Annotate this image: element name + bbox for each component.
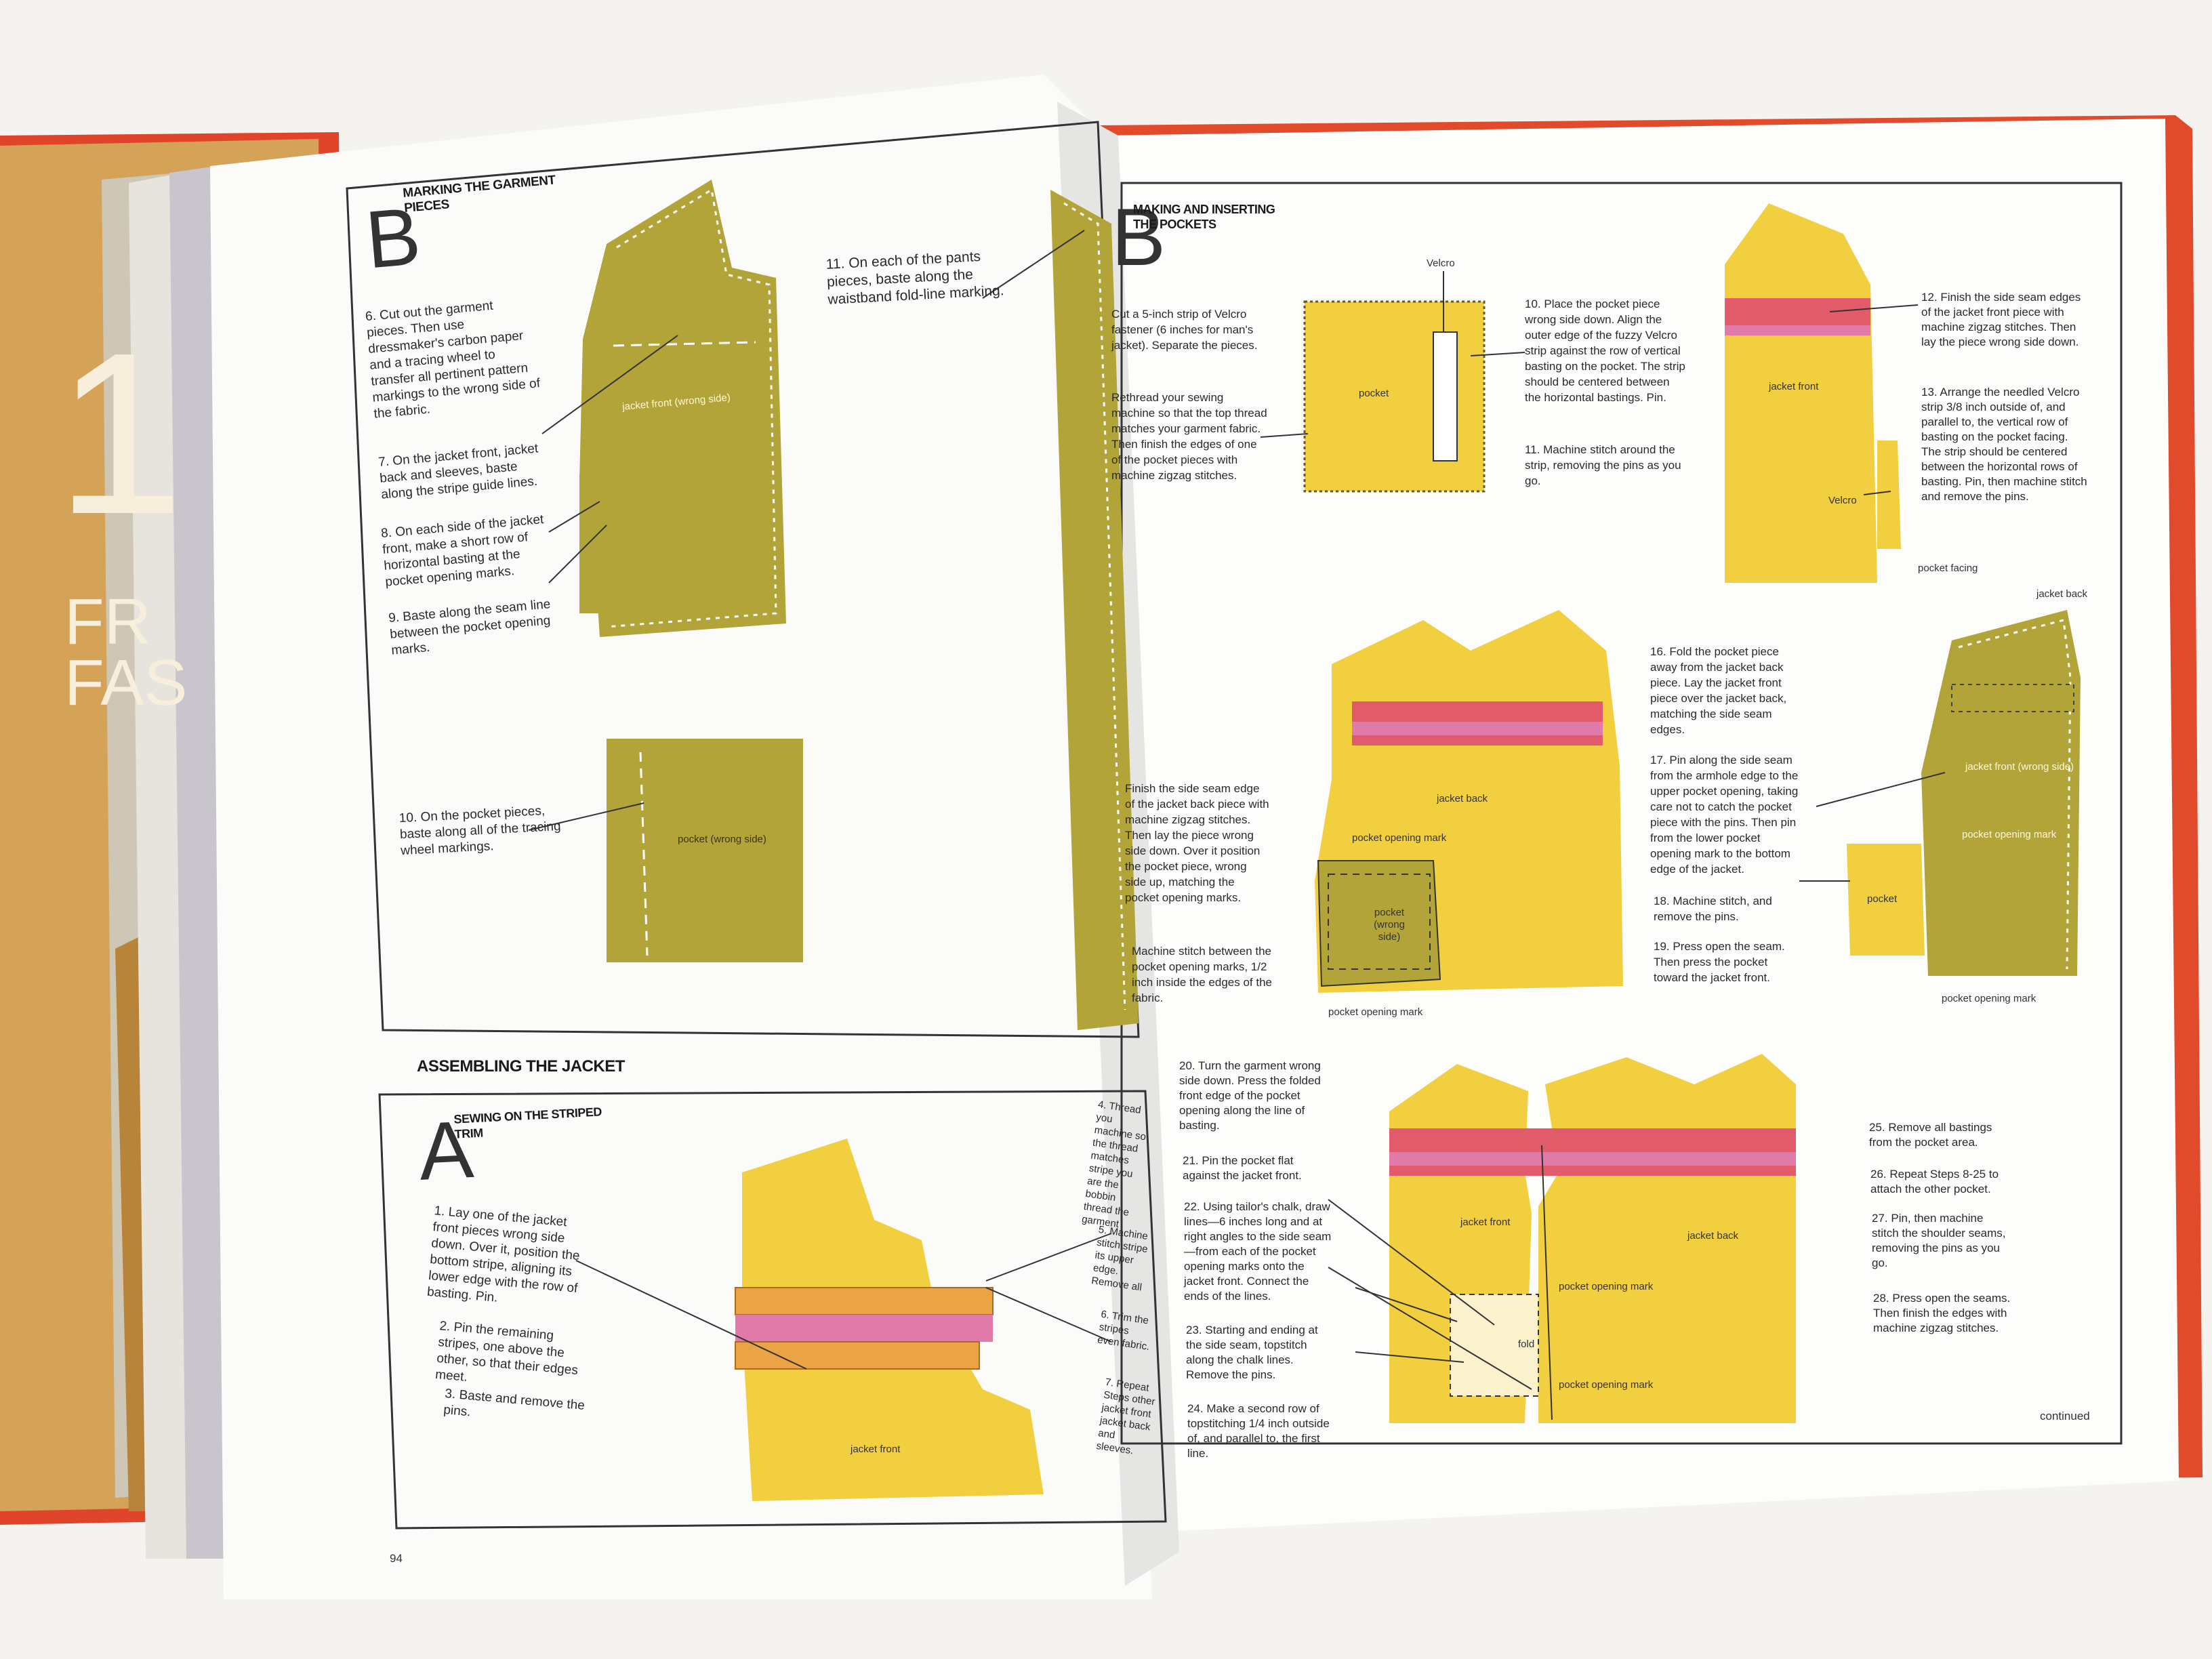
label-fold: fold xyxy=(1518,1338,1535,1350)
assembling-box xyxy=(378,1090,1167,1530)
label-pocket-top: pocket xyxy=(1359,388,1389,399)
label-pocket-wrong: pocket (wrong side) xyxy=(678,834,766,845)
edge-text-6: 6. Trim the stripes even fabric. xyxy=(1097,1308,1151,1353)
stripe-guide-basting xyxy=(613,341,756,347)
stripe-jb-1 xyxy=(1352,701,1603,722)
step-17-text: 17. Pin along the side seam from the arm… xyxy=(1650,754,1799,876)
step-21-text: 21. Pin the pocket flat against the jack… xyxy=(1183,1154,1302,1182)
pocket-flap-shape xyxy=(579,474,613,613)
pocket-facing-shape xyxy=(1877,441,1901,549)
pocket-topstitch-box xyxy=(1450,1294,1539,1397)
step-25-text: 25. Remove all bastings from the pocket … xyxy=(1869,1121,1992,1149)
step-10-right-text: 10. Place the pocket piece wrong side do… xyxy=(1525,298,1685,404)
edge-text-5: 5. Machine stitch stripe its upper edge.… xyxy=(1090,1223,1149,1294)
step-27-text: 27. Pin, then machine stitch the shoulde… xyxy=(1872,1212,2006,1269)
label-velcro-top: Velcro xyxy=(1427,258,1455,269)
step-22-text: 22. Using tailor's chalk, draw lines—6 i… xyxy=(1184,1200,1332,1303)
step-20-text: 20. Turn the garment wrong side down. Pr… xyxy=(1179,1059,1321,1132)
stripe-tr-1 xyxy=(1725,298,1870,325)
photo-page-word-1: FR xyxy=(64,586,151,658)
stripe-ja-1 xyxy=(1389,1128,1796,1152)
step-28-text: 28. Press open the seams. Then finish th… xyxy=(1873,1292,2011,1334)
label-pocket-opening-mark-1: pocket opening mark xyxy=(1352,832,1447,844)
photo-page-numeral: 1 xyxy=(56,305,184,562)
photo-page-word-2: FAS xyxy=(64,647,188,719)
step-24-text: 24. Make a second row of topstitching 1/… xyxy=(1187,1402,1330,1460)
edge-text-7: 7. Repeat Steps other jacket front jacke… xyxy=(1095,1376,1156,1457)
step-16-text: 16. Fold the pocket piece away from the … xyxy=(1650,645,1787,736)
step-23-text: 23. Starting and ending at the side seam… xyxy=(1186,1324,1318,1381)
pants-piece-shape xyxy=(1050,190,1139,1030)
step-a1-text: 1. Lay one of the jacket front pieces wr… xyxy=(426,1204,581,1305)
pants-stitching xyxy=(1063,202,1126,1010)
step-machine-between-text: Machine stitch between the pocket openin… xyxy=(1132,945,1272,1004)
label-jacket-front-yellow: jacket front xyxy=(851,1443,901,1455)
pocket-wrong-shape-jb xyxy=(1317,860,1441,987)
label-pocket-opening-mark-3: pocket opening mark xyxy=(1962,829,2057,840)
step-6-text: 6. Cut out the garment pieces. Then use … xyxy=(365,298,541,422)
label-pocket-opening-mark-4: pocket opening mark xyxy=(1942,993,2036,1004)
pocket-basting-jb xyxy=(1328,874,1431,970)
step-26-text: 26. Repeat Steps 8-25 to attach the othe… xyxy=(1870,1168,1999,1195)
jacket-front-wrong-stitching xyxy=(606,188,777,628)
step-12-text: 12. Finish the side seam edges of the ja… xyxy=(1921,291,2081,348)
step-finish-back-text: Finish the side seam edge of the jacket … xyxy=(1125,782,1269,904)
left-border-top xyxy=(346,121,1140,1038)
jacket-front-wrong-shape xyxy=(579,180,786,637)
stripe-orange-top xyxy=(735,1287,994,1315)
heading-making-inserting-pockets: MAKING AND INSERTING THE POCKETS xyxy=(1133,203,1275,231)
stripe-ja-3 xyxy=(1389,1166,1796,1176)
step-a2-text: 2. Pin the remaining stripes, one above … xyxy=(434,1319,579,1385)
continued-label: continued xyxy=(2040,1410,2090,1422)
step-10-text: 10. On the pocket pieces, baste along al… xyxy=(398,804,562,859)
velcro-strip xyxy=(1433,331,1458,462)
pocket-wrong-shape xyxy=(607,739,803,962)
pocket-yellow-right xyxy=(1847,844,1925,956)
label-pocket-opening-mark-5: pocket opening mark xyxy=(1559,1281,1654,1292)
label-jacket-front-bottom: jacket front xyxy=(1460,1216,1511,1228)
label-pocket-opening-mark-2: pocket opening mark xyxy=(1328,1006,1423,1018)
step-11-right-text: 11. Machine stitch around the strip, rem… xyxy=(1525,443,1681,487)
pocket-basting xyxy=(639,752,649,956)
step-13-text: 13. Arrange the needled Velcro strip 3/8… xyxy=(1921,386,2087,503)
jacket-assembled-back xyxy=(1538,1054,1796,1423)
step-18-text: 18. Machine stitch, and remove the pins. xyxy=(1654,895,1772,923)
label-pocket-facing: pocket facing xyxy=(1918,562,1978,574)
step-11-text: 11. On each of the pants pieces, baste a… xyxy=(825,248,1005,308)
stripe-orange-bottom xyxy=(735,1341,980,1370)
jacket-front-stripes-top xyxy=(1725,203,1877,583)
stripe-pink xyxy=(735,1315,993,1342)
label-velcro-tr: Velcro xyxy=(1828,495,1857,506)
label-jacket-back-top: jacket back xyxy=(2036,588,2088,600)
stripe-tr-2 xyxy=(1725,325,1870,335)
label-pocket-opening-mark-6: pocket opening mark xyxy=(1559,1379,1654,1391)
stripe-ja-2 xyxy=(1389,1152,1796,1166)
step-letter-b-right: B xyxy=(1111,192,1166,283)
label-pocket-wrong-jb: pocket (wrong side) xyxy=(1374,907,1405,943)
stripe-jb-2 xyxy=(1352,722,1603,735)
label-jacket-back-mid: jacket back xyxy=(1437,793,1488,804)
stripe-jb-3 xyxy=(1352,735,1603,745)
step-19-text: 19. Press open the seam. Then press the … xyxy=(1654,940,1785,984)
step-rethread-text: Rethread your sewing machine so that the… xyxy=(1111,391,1267,482)
heading-assembling-jacket: ASSEMBLING THE JACKET xyxy=(417,1057,625,1076)
label-jacket-front-wrong-right: jacket front (wrong side) xyxy=(1965,761,2074,773)
label-jacket-back-bottom: jacket back xyxy=(1687,1230,1739,1242)
stripe-jfw-1 xyxy=(1951,684,2074,712)
step-cut-velcro-text: Cut a 5-inch strip of Velcro fastener (6… xyxy=(1111,308,1258,352)
page-number: 94 xyxy=(390,1552,403,1565)
label-pocket-right: pocket xyxy=(1867,893,1898,905)
label-jacket-front-tr: jacket front xyxy=(1769,381,1819,392)
